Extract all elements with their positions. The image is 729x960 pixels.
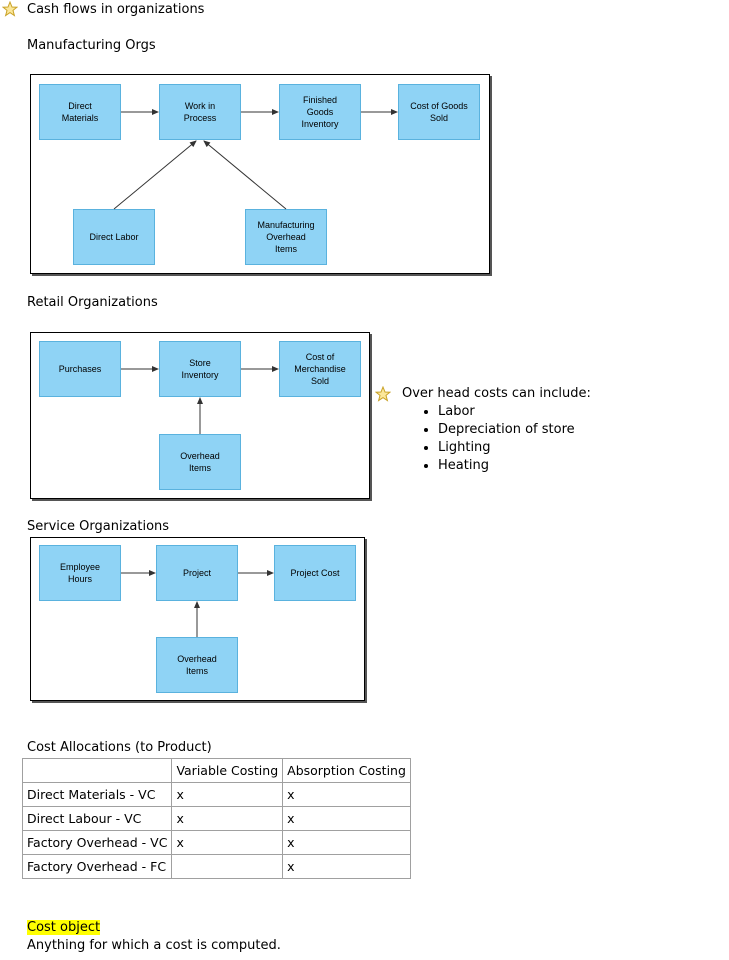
- table-cell: x: [282, 854, 411, 879]
- direct-labor-box: Direct Labor: [73, 209, 155, 265]
- project-cost-box: Project Cost: [274, 545, 356, 601]
- list-item: Depreciation of store: [438, 421, 575, 439]
- table-cell: x: [282, 830, 411, 855]
- table-header-cell: [21, 758, 173, 783]
- store-inventory-box: Store Inventory: [159, 341, 241, 397]
- table-row: Direct Labour - VC x x: [21, 806, 411, 831]
- table-cell: Factory Overhead - FC: [21, 854, 173, 879]
- overhead-list: Labor Depreciation of store Lighting Hea…: [412, 403, 575, 475]
- retail-overhead-box: Overhead Items: [159, 434, 241, 490]
- table-row: Factory Overhead - VC x x: [21, 830, 411, 855]
- allocations-heading: Cost Allocations (to Product): [27, 740, 212, 755]
- table-cell: Factory Overhead - VC: [21, 830, 173, 855]
- arrow: [113, 140, 197, 210]
- cogs-box: Cost of Goods Sold: [398, 84, 480, 140]
- star-icon: [375, 386, 391, 402]
- table-cell: [171, 854, 284, 879]
- list-item: Lighting: [438, 439, 575, 457]
- work-in-process-box: Work in Process: [159, 84, 241, 140]
- list-item: Labor: [438, 403, 575, 421]
- manufacturing-heading: Manufacturing Orgs: [27, 38, 156, 53]
- cost-object-definition: Anything for which a cost is computed.: [27, 938, 281, 953]
- retail-heading: Retail Organizations: [27, 295, 158, 310]
- table-cell: x: [171, 782, 284, 807]
- highlighted-term: Cost object: [27, 920, 101, 935]
- direct-materials-box: Direct Materials: [39, 84, 121, 140]
- table-cell: x: [282, 806, 411, 831]
- mfg-overhead-box: Manufacturing Overhead Items: [245, 209, 327, 265]
- list-item: Heating: [438, 457, 575, 475]
- project-box: Project: [156, 545, 238, 601]
- service-heading: Service Organizations: [27, 519, 170, 534]
- star-icon: [2, 1, 18, 17]
- overhead-note-heading: Over head costs can include:: [402, 386, 591, 401]
- table-header-cell: Variable Costing: [171, 758, 284, 783]
- table-header-row: Variable Costing Absorption Costing: [21, 758, 411, 783]
- allocations-table: Variable Costing Absorption Costing Dire…: [21, 758, 411, 879]
- table-header-cell: Absorption Costing: [282, 758, 411, 783]
- purchases-box: Purchases: [39, 341, 121, 397]
- employee-hours-box: Employee Hours: [39, 545, 121, 601]
- service-overhead-box: Overhead Items: [156, 637, 238, 693]
- table-cell: x: [171, 830, 284, 855]
- table-row: Direct Materials - VC x x: [21, 782, 411, 807]
- arrow: [203, 140, 287, 210]
- table-cell: x: [282, 782, 411, 807]
- table-cell: x: [171, 806, 284, 831]
- table-cell: Direct Materials - VC: [21, 782, 173, 807]
- page-title: Cash flows in organizations: [27, 2, 205, 17]
- cost-merchandise-box: Cost of Merchandise Sold: [279, 341, 361, 397]
- table-cell: Direct Labour - VC: [21, 806, 173, 831]
- finished-goods-box: Finished Goods Inventory: [279, 84, 361, 140]
- table-row: Factory Overhead - FC x: [21, 854, 411, 879]
- cost-object-term: Cost object: [27, 920, 101, 936]
